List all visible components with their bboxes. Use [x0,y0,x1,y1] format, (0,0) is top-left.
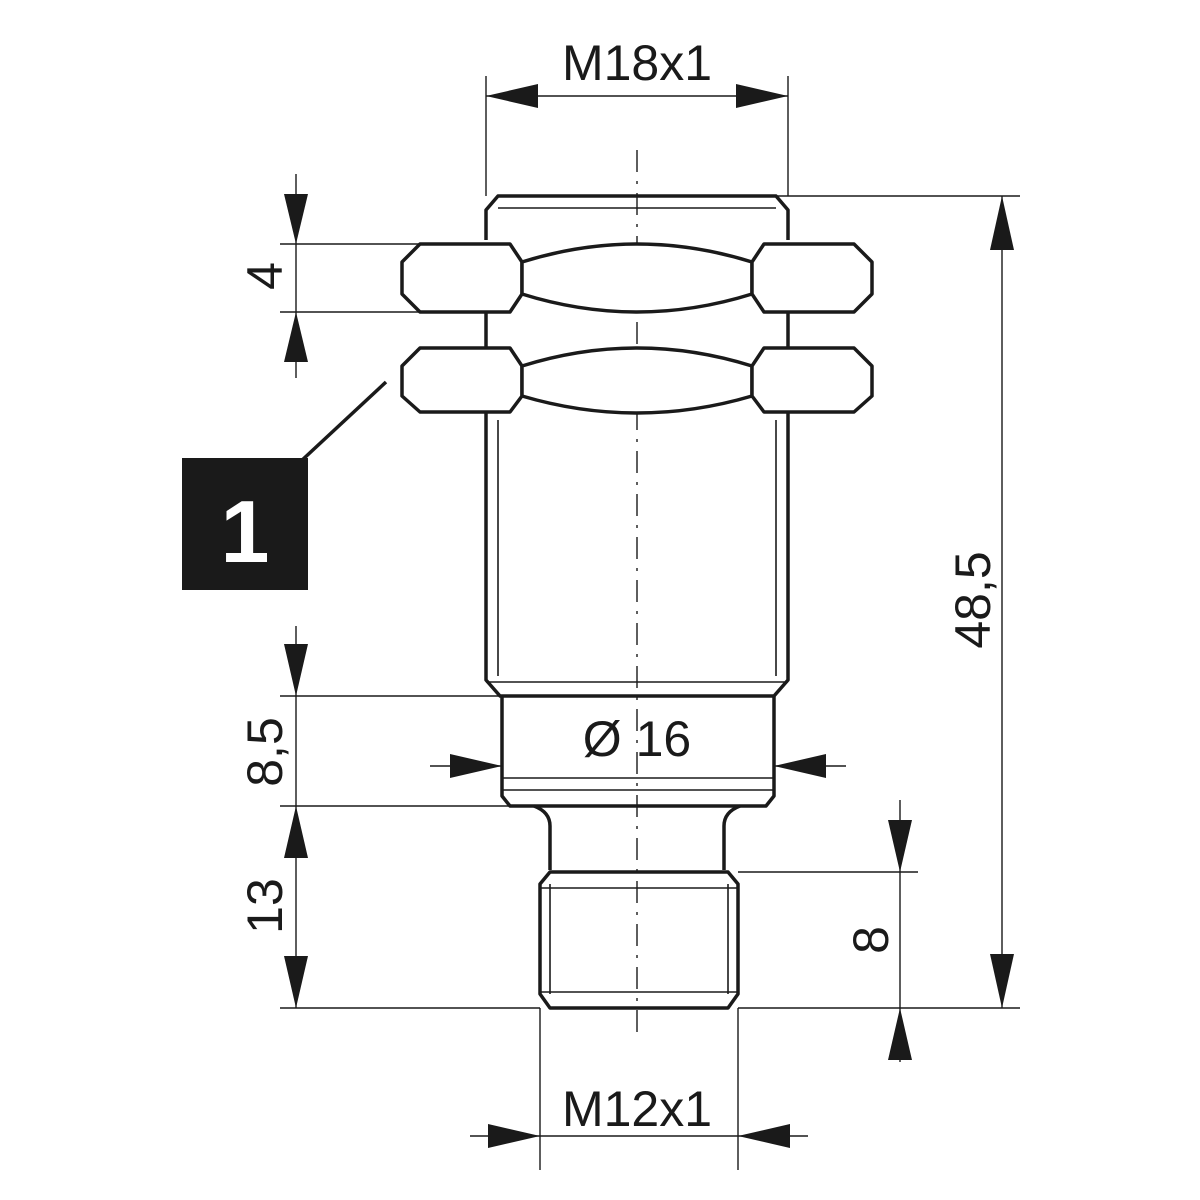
dim-thread-top: M18x1 [485,35,789,196]
dim-flange-diameter: Ø 16 [430,711,846,778]
dim-flange-length: 8,5 [237,626,534,807]
label-flange-diameter: Ø 16 [583,711,691,767]
label-thread-bottom: M12x1 [562,1081,712,1137]
dim-nut-thickness: 4 [237,174,486,378]
callout-box [182,458,308,590]
label-thread-top: M18x1 [562,35,712,91]
callout-number: 1 [221,482,270,581]
connector-thread [538,870,740,1010]
dim-thread-bottom: M12x1 [470,1008,808,1170]
label-flange-length: 8,5 [237,717,293,787]
dim-connector-thread-length: 8 [738,800,918,1062]
lower-nut [400,346,874,415]
sensor-body [484,194,790,698]
dim-overall-length: 48,5 [738,195,1020,1009]
callout-1: 1 [182,380,388,590]
label-nut-thickness: 4 [237,262,293,290]
dim-connector-length: 13 [237,806,540,1009]
label-overall-length: 48,5 [945,551,1001,648]
flange [500,696,776,808]
upper-nut [400,242,874,314]
label-connector-length: 13 [237,878,293,934]
label-connector-thread-length: 8 [843,926,899,954]
connector-neck [533,804,741,870]
